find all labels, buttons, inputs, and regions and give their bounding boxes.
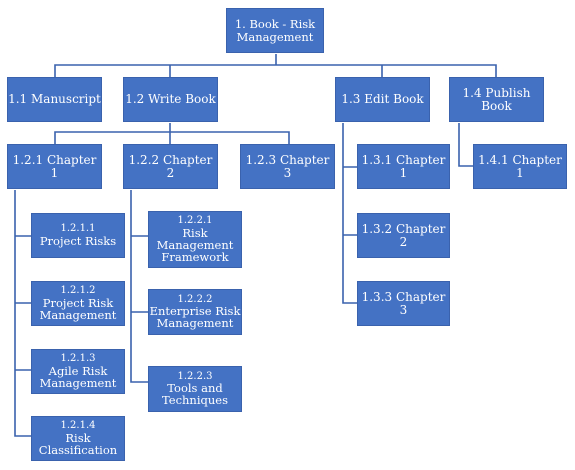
node-risk-classification: 1.2.1.4 Risk Classification bbox=[31, 416, 125, 461]
node-edit-chapter-3: 1.3.3 Chapter 3 bbox=[357, 281, 450, 326]
connector-edit-book bbox=[342, 123, 357, 304]
connector-root bbox=[54, 54, 497, 77]
node-write-chapter-3: 1.2.3 Chapter 3 bbox=[240, 144, 335, 189]
node-write-chapter-2: 1.2.2 Chapter 2 bbox=[123, 144, 218, 189]
node-project-risks: 1.2.1.1 Project Risks bbox=[31, 213, 125, 258]
node-publish-book: 1.4 Publish Book bbox=[449, 77, 544, 122]
node-write-chapter-1: 1.2.1 Chapter 1 bbox=[7, 144, 102, 189]
node-write-chapter-2-label: 1.2.2 Chapter 2 bbox=[128, 152, 213, 180]
node-project-risk-management-code: 1.2.1.2 bbox=[60, 285, 96, 297]
node-publish-chapter-1-label: 1.4.1 Chapter 1 bbox=[478, 152, 562, 180]
node-edit-chapter-2-label: 1.3.2 Chapter 2 bbox=[361, 221, 446, 249]
node-edit-chapter-1-label: 1.3.1 Chapter 1 bbox=[361, 152, 446, 180]
node-edit-chapter-3-label: 1.3.3 Chapter 3 bbox=[361, 289, 446, 317]
node-tools-and-techniques-label: Tools and Techniques bbox=[162, 381, 228, 408]
node-risk-management-framework-code: 1.2.2.1 bbox=[177, 215, 213, 227]
node-root-line2: Management bbox=[236, 29, 314, 44]
node-edit-book-label: 1.3 Edit Book bbox=[341, 92, 424, 107]
node-edit-chapter-2: 1.3.2 Chapter 2 bbox=[357, 213, 450, 258]
node-write-book-label: 1.2 Write Book bbox=[125, 92, 216, 107]
node-agile-risk-management: 1.2.1.3 Agile Risk Management bbox=[31, 349, 125, 394]
node-edit-book: 1.3 Edit Book bbox=[335, 77, 430, 122]
node-write-chapter-1-label: 1.2.1 Chapter 1 bbox=[12, 152, 97, 180]
node-tools-and-techniques-code: 1.2.2.3 bbox=[177, 370, 213, 382]
connector-publish-book bbox=[458, 123, 473, 167]
connector-chapter-2 bbox=[130, 190, 148, 383]
node-risk-classification-code: 1.2.1.4 bbox=[60, 420, 96, 432]
node-enterprise-risk-management-code: 1.2.2.2 bbox=[177, 293, 213, 305]
node-tools-and-techniques: 1.2.2.3 Tools and Techniques bbox=[148, 366, 242, 412]
node-root-line1: 1. Book - Risk bbox=[234, 17, 316, 32]
node-risk-management-framework-label: Risk Management Framework bbox=[156, 225, 234, 264]
node-agile-risk-management-code: 1.2.1.3 bbox=[60, 353, 96, 365]
node-write-book: 1.2 Write Book bbox=[123, 77, 218, 122]
node-project-risks-code: 1.2.1.1 bbox=[60, 223, 96, 235]
node-write-chapter-3-label: 1.2.3 Chapter 3 bbox=[245, 152, 330, 180]
node-agile-risk-management-label: Agile Risk Management bbox=[39, 363, 117, 390]
connector-write-book bbox=[54, 123, 290, 144]
node-risk-management-framework: 1.2.2.1 Risk Management Framework bbox=[148, 211, 242, 268]
node-project-risks-label: Project Risks bbox=[39, 233, 117, 248]
node-edit-chapter-1: 1.3.1 Chapter 1 bbox=[357, 144, 450, 189]
node-manuscript: 1.1 Manuscript bbox=[7, 77, 102, 122]
node-root: 1. Book - Risk Management bbox=[226, 8, 324, 53]
node-enterprise-risk-management-label: Enterprise Risk Management bbox=[149, 304, 241, 331]
node-project-risk-management-label: Project Risk Management bbox=[39, 295, 117, 322]
connector-chapter-1 bbox=[14, 190, 31, 437]
node-manuscript-label: 1.1 Manuscript bbox=[8, 92, 101, 107]
node-enterprise-risk-management: 1.2.2.2 Enterprise Risk Management bbox=[148, 289, 242, 335]
node-publish-book-label: 1.4 Publish Book bbox=[462, 85, 531, 113]
node-project-risk-management: 1.2.1.2 Project Risk Management bbox=[31, 281, 125, 326]
node-risk-classification-label: Risk Classification bbox=[38, 430, 118, 457]
node-publish-chapter-1: 1.4.1 Chapter 1 bbox=[473, 144, 567, 189]
